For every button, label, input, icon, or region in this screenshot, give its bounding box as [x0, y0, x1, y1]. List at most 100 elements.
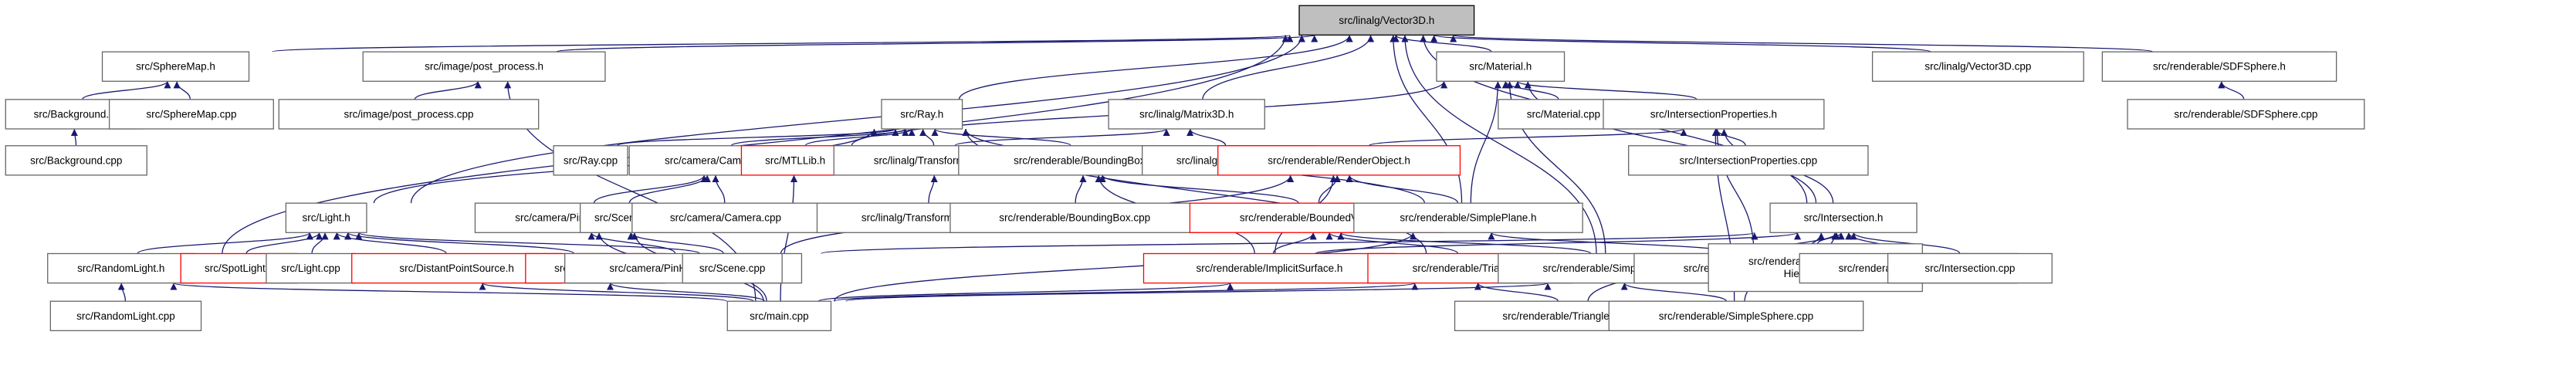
node-implicitsurface-h[interactable]: src/renderable/ImplicitSurface.h [1142, 252, 1396, 284]
node-label: src/Material.h [1469, 61, 1532, 73]
node-box [1142, 252, 1396, 284]
node-randomlight-h[interactable]: src/RandomLight.h [47, 252, 195, 284]
edge-light-cpp-to-light-h [311, 232, 329, 254]
node-mtllib-h[interactable]: src/MTLLib.h [740, 145, 850, 176]
node-intersection-h[interactable]: src/Intersection.h [1769, 202, 1918, 233]
node-label: src/Background.cpp [30, 154, 122, 166]
edge-triangle-cpp-to-triangle-h [1474, 283, 1559, 302]
node-label: src/Scene.cpp [699, 262, 766, 274]
edge-main-cpp-to-simplesphere-h [845, 282, 1551, 302]
node-boundingbox-cpp[interactable]: src/renderable/BoundingBox.cpp [949, 202, 1200, 233]
node-light-h[interactable]: src/Light.h [285, 202, 367, 233]
node-label: src/SphereMap.h [136, 61, 215, 73]
edge-intersectionproperties-h-to-material-h [1514, 80, 1698, 100]
node-intersectionproperties-cpp[interactable]: src/IntersectionProperties.cpp [1628, 145, 1869, 176]
node-box [47, 252, 195, 284]
node-camera-cpp[interactable]: src/camera/Camera.cpp [631, 202, 820, 233]
node-label: src/SpotLight.h [205, 262, 274, 274]
node-ray-h[interactable]: src/Ray.h [881, 99, 963, 130]
edge-simplesphere-cpp-to-simplesphere-h [1620, 282, 1728, 302]
node-label: src/RandomLight.h [77, 262, 164, 274]
node-label: src/Background.h [34, 108, 115, 120]
node-vector3d-h[interactable]: src/linalg/Vector3D.h [1298, 5, 1475, 36]
node-main-cpp[interactable]: src/main.cpp [726, 300, 832, 331]
node-box [631, 202, 820, 233]
edge-randomlight-cpp-to-randomlight-h [117, 283, 127, 302]
edge-vector3d-cpp-to-vector3d-h [1430, 34, 1931, 52]
edge-main-cpp-to-randomlight-h [170, 282, 727, 302]
node-label: src/main.cpp [750, 310, 809, 322]
edge-camera-h-to-ray-h [730, 128, 909, 147]
edge-scene-cpp-to-intersection-h [821, 232, 1758, 255]
node-label: src/renderable/SimpleSphere.cpp [1659, 310, 1813, 322]
edge-ray-cpp-to-ray-h [616, 128, 899, 147]
edge-implicitsurface-h-to-intersection-h [1315, 232, 1801, 255]
node-label: src/Ray.h [900, 108, 943, 120]
node-light-cpp[interactable]: src/Light.cpp [266, 252, 356, 284]
node-label: src/renderable/SDFSphere.cpp [2174, 108, 2317, 120]
edge-spheremap-h-to-vector3d-h [272, 34, 1293, 52]
node-sdfsphere-h[interactable]: src/renderable/SDFSphere.h [2101, 51, 2337, 82]
node-label: src/renderable/ImplicitSurface.h [1197, 262, 1343, 274]
edge-transformation-cpp-to-transformation-h [928, 174, 938, 204]
edge-spotlight-h-to-light-h [245, 232, 323, 254]
node-matrix3d-h[interactable]: src/linalg/Matrix3D.h [1108, 99, 1265, 130]
node-simplesphere-cpp[interactable]: src/renderable/SimpleSphere.cpp [1608, 300, 1864, 331]
node-box [2101, 51, 2337, 82]
node-scene-cpp[interactable]: src/Scene.cpp [682, 252, 783, 284]
edge-main-cpp-to-distantpointsource-h [479, 282, 754, 302]
node-post-process-cpp[interactable]: src/image/post_process.cpp [278, 99, 540, 130]
edge-boundingbox-cpp-to-boundingbox-h [1075, 174, 1087, 204]
edge-matrix3d-cpp-to-matrix3d-h [1186, 128, 1227, 147]
node-ray-cpp[interactable]: src/Ray.cpp [553, 145, 628, 176]
node-box [5, 145, 147, 176]
edge-spheremap-cpp-to-spheremap-h [173, 81, 191, 100]
edge-distantpointsource-h-to-light-h [333, 232, 447, 255]
node-box [949, 202, 1200, 233]
edge-material-h-to-vector3d-h [1392, 34, 1492, 52]
node-label: src/renderable/BoundingBox.cpp [999, 212, 1150, 224]
edge-renderobject-h-to-intersectionproperties-h [1368, 128, 1687, 147]
edge-sdfsphere-cpp-to-sdfsphere-h [2218, 81, 2245, 100]
edge-main-cpp-to-simpleplane-h [834, 232, 1417, 302]
node-vector3d-cpp[interactable]: src/linalg/Vector3D.cpp [1871, 51, 2084, 82]
node-spheremap-h[interactable]: src/SphereMap.h [101, 51, 250, 82]
node-box [1217, 145, 1461, 176]
edge-transformation-h-to-matrix3d-h [954, 128, 1170, 147]
node-label: src/renderable/SimplePlane.h [1400, 212, 1536, 224]
node-sdfsphere-cpp[interactable]: src/renderable/SDFSphere.cpp [2127, 99, 2365, 130]
node-spheremap-cpp[interactable]: src/SphereMap.cpp [108, 99, 274, 130]
node-box [553, 145, 628, 176]
node-post-process-h[interactable]: src/image/post_process.h [362, 51, 606, 82]
node-renderobject-h[interactable]: src/renderable/RenderObject.h [1217, 145, 1461, 176]
node-background-cpp[interactable]: src/Background.cpp [5, 145, 147, 176]
edge-boundingbox-h-to-ray-h [931, 128, 1071, 147]
edge-pinholecamera-cpp-to-pinholecamera-h [587, 232, 676, 254]
node-box [266, 252, 356, 284]
node-box [1603, 99, 1825, 130]
node-box [101, 51, 250, 82]
edge-main-cpp-to-pointsource-h [607, 282, 765, 302]
node-intersection-cpp[interactable]: src/Intersection.cpp [1887, 252, 2053, 284]
node-box [1298, 5, 1475, 36]
node-label: src/image/post_process.h [425, 61, 543, 73]
node-label: src/DistantPointSource.h [399, 262, 514, 274]
node-material-h[interactable]: src/Material.h [1436, 51, 1566, 82]
node-box [1436, 51, 1566, 82]
node-box [1887, 252, 2053, 284]
edge-scene-cpp-to-light-h [355, 232, 701, 255]
node-label: src/Material.cpp [1527, 108, 1600, 120]
node-label: src/linalg/Vector3D.h [1339, 15, 1434, 26]
node-randomlight-cpp[interactable]: src/RandomLight.cpp [49, 300, 202, 331]
node-label: src/SphereMap.cpp [146, 108, 236, 120]
edge-randomlight-h-to-light-h [137, 232, 313, 255]
edge-material-cpp-to-material-h [1501, 80, 1559, 100]
node-intersectionproperties-h[interactable]: src/IntersectionProperties.h [1603, 99, 1825, 130]
edge-camera-cpp-to-camera-h [712, 174, 726, 204]
node-simpleplane-h[interactable]: src/renderable/SimplePlane.h [1353, 202, 1583, 233]
node-box [1628, 145, 1869, 176]
node-box [2127, 99, 2365, 130]
node-label: src/linalg/Matrix3D.h [1139, 108, 1234, 120]
edge-post-process-h-to-vector3d-h [555, 34, 1318, 52]
